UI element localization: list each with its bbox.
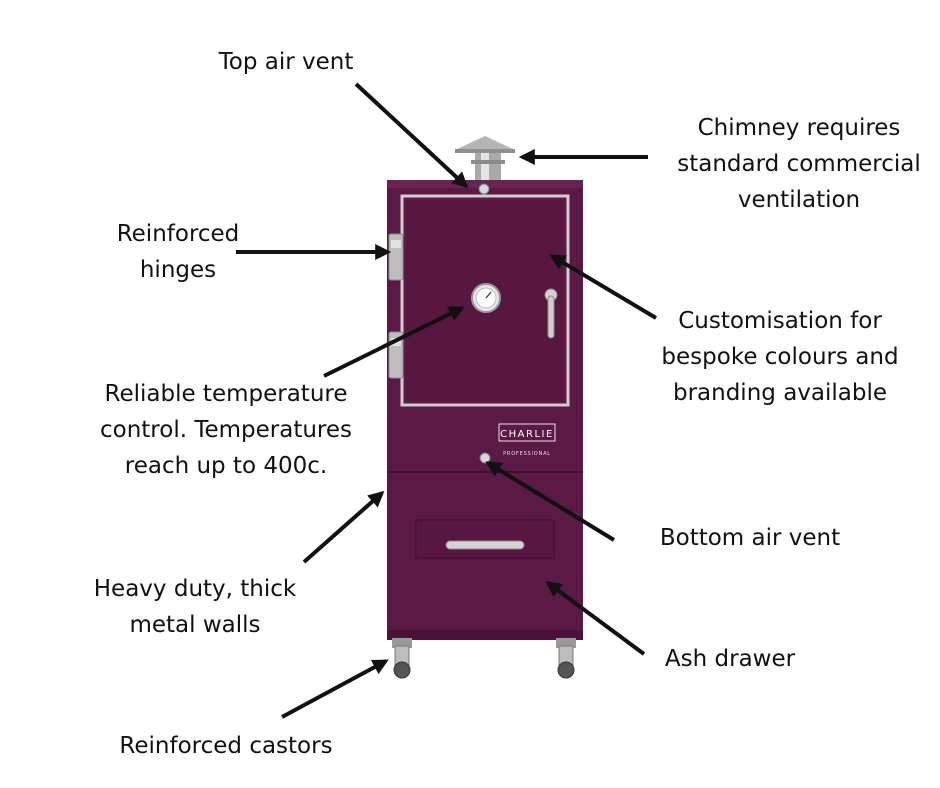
castors (392, 638, 576, 679)
label-hinges: Reinforced hinges (116, 221, 240, 283)
arrow-top-air-vent (354, 82, 469, 189)
arrow-temperature (323, 306, 465, 378)
label-chimney: Chimney requires standard commercial ven… (677, 115, 921, 213)
bottom-vent-knob (479, 452, 491, 464)
label-bottom-air-vent: Bottom air vent (659, 525, 841, 551)
label-ash-drawer: Ash drawer (664, 646, 796, 672)
chimney (455, 136, 515, 182)
label-temperature: Reliable temperature control. Temperatur… (99, 381, 353, 479)
svg-text:CHARLIE: CHARLIE (500, 429, 554, 440)
upper-door (400, 194, 570, 407)
label-walls: Heavy duty, thick metal walls (93, 576, 297, 638)
arrow-ash-drawer (545, 581, 646, 656)
label-customisation: Customisation for bespoke colours and br… (661, 308, 899, 406)
svg-text:PROFESSIONAL: PROFESSIONAL (503, 451, 551, 457)
label-castors: Reinforced castors (119, 733, 333, 759)
ash-drawer (415, 519, 555, 559)
top-vent-knob (478, 183, 490, 195)
door-handle (544, 288, 558, 339)
brand-logo: CHARLIE PROFESSIONAL (498, 423, 556, 457)
arrow-customisation (549, 254, 658, 320)
label-top-air-vent: Top air vent (218, 49, 354, 75)
arrow-walls (302, 490, 385, 564)
arrow-castors (281, 659, 389, 719)
thermometer-gauge (471, 283, 501, 313)
arrow-bottom-air-vent (485, 461, 616, 542)
